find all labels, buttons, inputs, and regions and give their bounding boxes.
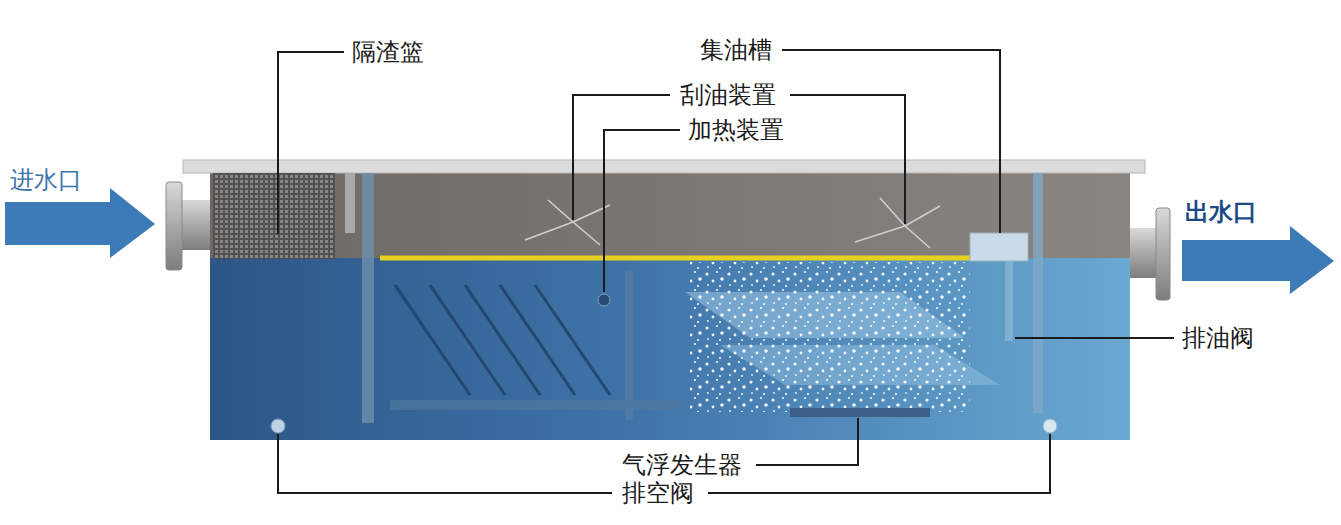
- air-bubbles: [690, 262, 970, 412]
- oil-layer: [380, 256, 972, 261]
- slag-basket-frame: [345, 173, 355, 233]
- inlet-pipe: [180, 200, 212, 250]
- slag-basket: [213, 173, 335, 259]
- drain-valve: [271, 419, 285, 433]
- oil-trough: [970, 233, 1028, 261]
- bottom-plate: [390, 400, 680, 410]
- flotation-generator: [790, 408, 930, 417]
- part-label: 排空阀: [622, 480, 694, 506]
- heater: [598, 294, 610, 306]
- oil-scraper: [525, 198, 940, 248]
- part-label: 出水口: [1185, 199, 1257, 225]
- outlet-pipe: [1128, 228, 1160, 278]
- part-label: 排油阀: [1182, 325, 1254, 351]
- outlet-baffle: [1033, 173, 1043, 413]
- part-label: 进水口: [10, 167, 82, 193]
- inclined-plates: [395, 285, 610, 395]
- partition: [625, 270, 633, 420]
- part-label: 隔渣篮: [352, 39, 424, 65]
- part-label: 加热装置: [688, 117, 784, 143]
- part-label: 刮油装置: [680, 82, 776, 108]
- inlet-baffle: [362, 173, 374, 423]
- outlet-flange: [1156, 208, 1170, 300]
- tank-water: [210, 258, 1130, 440]
- leader-lines: [278, 50, 1174, 493]
- part-label: 集油槽: [700, 37, 772, 63]
- outlet-arrow: [1182, 226, 1334, 294]
- oil-valve-pipe: [1005, 261, 1013, 341]
- drain-valve: [1043, 419, 1057, 433]
- inlet-arrow: [5, 188, 155, 258]
- inlet-flange: [166, 182, 182, 270]
- part-label: 气浮发生器: [622, 452, 742, 478]
